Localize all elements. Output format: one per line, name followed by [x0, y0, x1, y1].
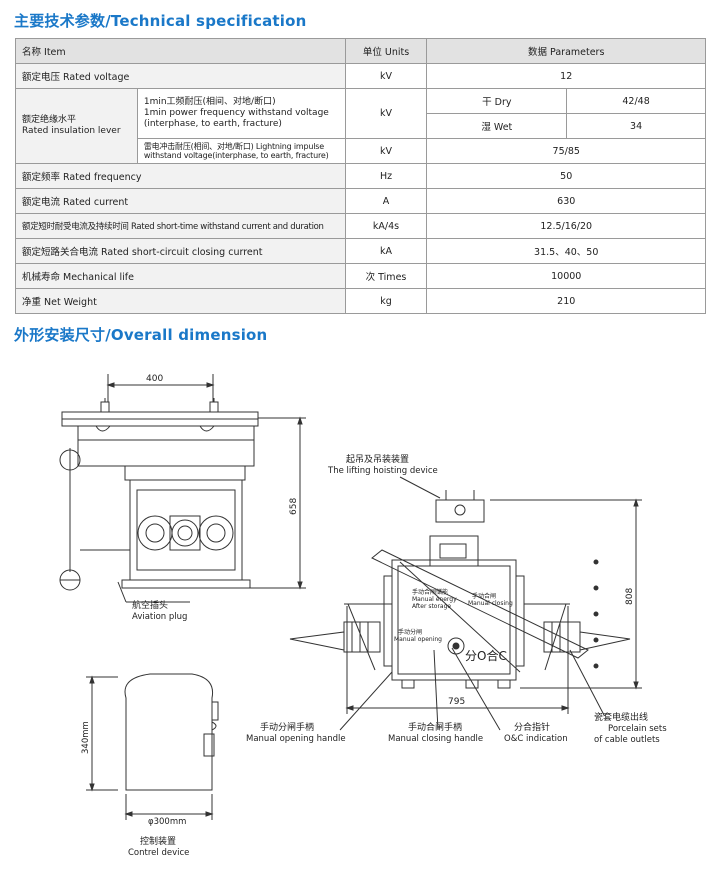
panel-a: 手动合闸储能 [412, 588, 448, 596]
wet-value: 34 [566, 113, 706, 139]
panel-e: Manual closing [468, 600, 513, 607]
header-param: 数据 Parameters [426, 38, 706, 64]
spec-table: 名称 Item 单位 Units 数据 Parameters 额定电压 Rate… [15, 38, 706, 314]
table-row: 净重 Net Weight kg 210 [15, 288, 706, 314]
row-subname: 1min工频耐压(相间、对地/断口) 1min power frequency … [136, 88, 346, 139]
table-row: 额定短路关合电流 Rated short-circuit closing cur… [15, 238, 706, 264]
dim-300: φ300mm [148, 817, 186, 827]
row-name: 净重 Net Weight [15, 288, 346, 314]
wet-label: 湿 Wet [426, 113, 568, 139]
table-row: 机械寿命 Mechanical life 次 Times 10000 [15, 263, 706, 289]
aviation-en: Aviation plug [132, 612, 187, 622]
manual-open-cn: 手动分闸手柄 [260, 721, 314, 733]
dim-340: 340mm [81, 721, 91, 754]
row-value: 210 [426, 288, 706, 314]
dim-808: 808 [625, 588, 635, 605]
manual-close-cn: 手动合闸手柄 [408, 721, 462, 733]
manual-close-en: Manual closing handle [388, 734, 483, 744]
row-unit: A [344, 188, 428, 214]
header-name: 名称 Item [15, 38, 346, 64]
lifting-cn: 起吊及吊装装置 [346, 453, 409, 465]
row-value: 31.5、40、50 [426, 238, 706, 264]
row-value: 12 [426, 63, 706, 89]
row-value: 12.5/16/20 [426, 213, 706, 239]
row-unit: Hz [344, 163, 428, 189]
dry-value: 42/48 [566, 88, 706, 114]
row-name: 额定电流 Rated current [15, 188, 346, 214]
dim-795: 795 [448, 697, 465, 707]
li-line2: withstand voltage(interphase, to earth, … [143, 151, 329, 160]
row-name: 额定频率 Rated frequency [15, 163, 346, 189]
row-name: 额定短路关合电流 Rated short-circuit closing cur… [15, 238, 346, 264]
panel-g: Manual opening [394, 636, 442, 643]
table-header-row: 名称 Item 单位 Units 数据 Parameters [15, 38, 706, 64]
panel-f: 手动分闸 [398, 628, 422, 636]
pf-en1: 1min power frequency withstand voltage [143, 108, 329, 118]
row-name: 额定短时耐受电流及持续时间 Rated short-time withstand… [15, 213, 346, 239]
row-subname: 雷电冲击耐压(相间、对地/断口) Lightning impulse withs… [136, 138, 346, 164]
pf-en2: (interphase, to earth, fracture) [143, 119, 282, 129]
table-row: 额定短时耐受电流及持续时间 Rated short-time withstand… [15, 213, 706, 239]
porcelain-en1: Porcelain sets [608, 724, 667, 734]
ins-name-en: Rated insulation lever [22, 126, 121, 136]
lifting-en: The lifting hoisting device [327, 466, 438, 476]
table-row: 额定绝缘水平 Rated insulation lever 1min工频耐压(相… [15, 88, 706, 164]
row-value: 630 [426, 188, 706, 214]
table-row: 额定电流 Rated current A 630 [15, 188, 706, 214]
dim-658: 658 [289, 498, 299, 515]
dial-text: 分O合C [465, 648, 507, 663]
panel-d: 手动合闸 [472, 592, 496, 600]
porcelain-en2: of cable outlets [594, 735, 660, 745]
row-name: 额定绝缘水平 Rated insulation lever [15, 88, 138, 164]
control-device-view: 340mm φ300mm 控制装置 Contrel device [81, 673, 219, 858]
indic-en: O&C indication [504, 734, 568, 744]
porcelain-cn: 瓷套电缆出线 [594, 711, 648, 723]
dim-400: 400 [146, 374, 163, 384]
dimension-section-title: 外形安装尺寸/Overall dimension [14, 326, 268, 344]
control-cn: 控制装置 [140, 835, 176, 847]
dry-label: 干 Dry [426, 88, 568, 114]
header-unit: 单位 Units [344, 38, 428, 64]
table-row: 额定频率 Rated frequency Hz 50 [15, 163, 706, 189]
row-unit: 次 Times [344, 263, 428, 289]
panel-b: Manual energy [412, 596, 457, 603]
row-unit: kA/4s [344, 213, 428, 239]
row-unit: kV [344, 63, 428, 89]
row-unit: kg [344, 288, 428, 314]
panel-c: After storage [412, 603, 451, 610]
li-line1: 雷电冲击耐压(相间、对地/断口) Lightning impulse [143, 142, 324, 151]
table-row: 雷电冲击耐压(相间、对地/断口) Lightning impulse withs… [16, 138, 706, 164]
front-view: 400 65 [59, 374, 306, 622]
indic-cn: 分合指针 [514, 721, 550, 733]
row-name: 机械寿命 Mechanical life [15, 263, 346, 289]
ins-name-cn: 额定绝缘水平 [22, 115, 77, 125]
aviation-cn: 航空插头 [132, 599, 168, 611]
row-name: 额定电压 Rated voltage [15, 63, 346, 89]
side-view: 起吊及吊装装置 The lifting hoisting device 手 [246, 453, 667, 745]
row-unit: kA [344, 238, 428, 264]
row-value: 50 [426, 163, 706, 189]
row-value: 75/85 [426, 138, 706, 164]
manual-open-en: Manual opening handle [246, 734, 346, 744]
row-value: 10000 [426, 263, 706, 289]
row-unit: kV [344, 88, 428, 139]
table-row: 额定电压 Rated voltage kV 12 [15, 63, 706, 89]
spec-section-title: 主要技术参数/Technical specification [14, 12, 307, 30]
control-en: Contrel device [128, 848, 189, 858]
pf-cn: 1min工频耐压(相间、对地/断口) [143, 97, 276, 107]
row-unit: kV [344, 138, 428, 164]
dimension-drawing: 400 65 [59, 374, 667, 858]
